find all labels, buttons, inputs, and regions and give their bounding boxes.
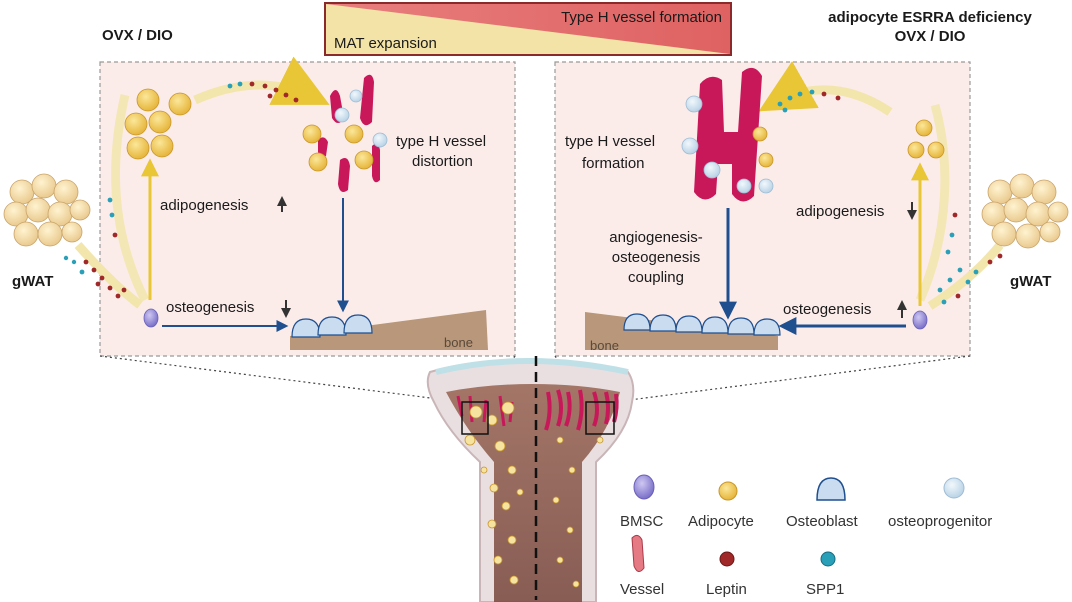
right-gwat-cluster — [981, 173, 1069, 249]
left-bone-label: bone — [444, 335, 473, 350]
left-panel-title: OVX / DIO — [102, 27, 173, 44]
coupling-label-line3: coupling — [628, 269, 684, 286]
right-h-vessel — [681, 67, 774, 202]
legend-osteoprogenitor-label: osteoprogenitor — [888, 513, 992, 530]
right-panel-title-line1: adipocyte ESRRA deficiency — [828, 9, 1032, 26]
legend-osteoblast-label: Osteoblast — [786, 513, 859, 530]
left-gwat-cluster — [3, 173, 91, 247]
right-vessel-label-line1: type H vessel — [565, 133, 655, 150]
legend-bmsc-label: BMSC — [620, 513, 664, 530]
left-vessel-distortion-cluster — [302, 74, 388, 192]
left-zoom-line-a — [99, 355, 463, 403]
left-vessel-label-line1: type H vessel — [396, 133, 486, 150]
right-panel-title-line2: OVX / DIO — [895, 28, 966, 45]
legend-adipocyte-label: Adipocyte — [688, 513, 754, 530]
left-panel-box — [99, 61, 516, 357]
left-curve-top-arrow — [193, 56, 330, 105]
coupling-label-line2: osteogenesis — [612, 249, 700, 266]
right-adipogenesis-label: adipogenesis — [796, 203, 884, 220]
mat-expansion-label: MAT expansion — [334, 35, 437, 52]
legend-spp1-icon — [820, 551, 836, 567]
left-adipogenesis-label: adipogenesis — [160, 197, 248, 214]
right-vessel-label-line2: formation — [582, 155, 645, 172]
left-leptin-dots — [63, 81, 299, 299]
right-osteogenesis-label: osteogenesis — [783, 301, 871, 318]
left-curve-gwat-arrow — [110, 93, 150, 303]
right-curve-side-arrow — [915, 103, 950, 302]
left-bone-wedge — [290, 310, 488, 350]
right-bone-label: bone — [590, 338, 619, 353]
right-panel-box — [554, 61, 971, 357]
left-vessel-label-line2: distortion — [412, 153, 473, 170]
left-bmsc-cell — [143, 308, 159, 328]
legend-leptin-icon — [719, 551, 735, 567]
legend-vessel-label: Vessel — [620, 581, 664, 598]
legend-osteoblast-icon — [816, 477, 846, 501]
legend-spp1-label: SPP1 — [806, 581, 844, 598]
right-gwat-inflow — [927, 242, 1004, 310]
legend-bmsc-icon — [633, 474, 655, 500]
right-osteoblast-row — [623, 313, 781, 336]
right-gwat-label: gWAT — [1010, 273, 1051, 290]
left-gwat-label: gWAT — [12, 273, 53, 290]
left-panel: adipogenesis osteogenesis bone — [63, 56, 516, 357]
left-adipocyte-cluster — [124, 88, 192, 160]
right-spp1-dots — [777, 89, 1003, 305]
right-zoom-line-b — [613, 355, 971, 403]
right-panel: adipogenesis osteogenesis bone — [554, 61, 1004, 357]
top-comparison-bar: Type H vessel formation MAT expansion — [324, 2, 732, 56]
right-bone-vessels — [544, 389, 619, 431]
right-zoom-box — [585, 401, 615, 435]
femur-section — [426, 356, 635, 602]
right-bmsc-cell — [912, 310, 928, 330]
marrow-adipocytes — [464, 401, 604, 588]
right-curve-top-arrow — [758, 61, 893, 116]
left-osteogenesis-label: osteogenesis — [166, 299, 254, 316]
legend: BMSC Adipocyte Osteoblast osteoprogenito… — [620, 474, 992, 598]
legend-osteoprogenitor-icon — [943, 477, 965, 499]
legend-vessel-icon — [631, 534, 645, 572]
legend-adipocyte-icon — [718, 481, 738, 501]
mat-expansion-wedge — [326, 4, 730, 54]
coupling-label-line1: angiogenesis- — [609, 229, 702, 246]
left-zoom-box — [461, 401, 489, 435]
right-adipocyte-cluster — [907, 119, 945, 159]
left-osteoblast-row — [291, 314, 373, 338]
left-gwat-inflow — [74, 242, 143, 309]
legend-leptin-label: Leptin — [706, 581, 747, 598]
vessel-formation-label: Type H vessel formation — [561, 9, 722, 26]
